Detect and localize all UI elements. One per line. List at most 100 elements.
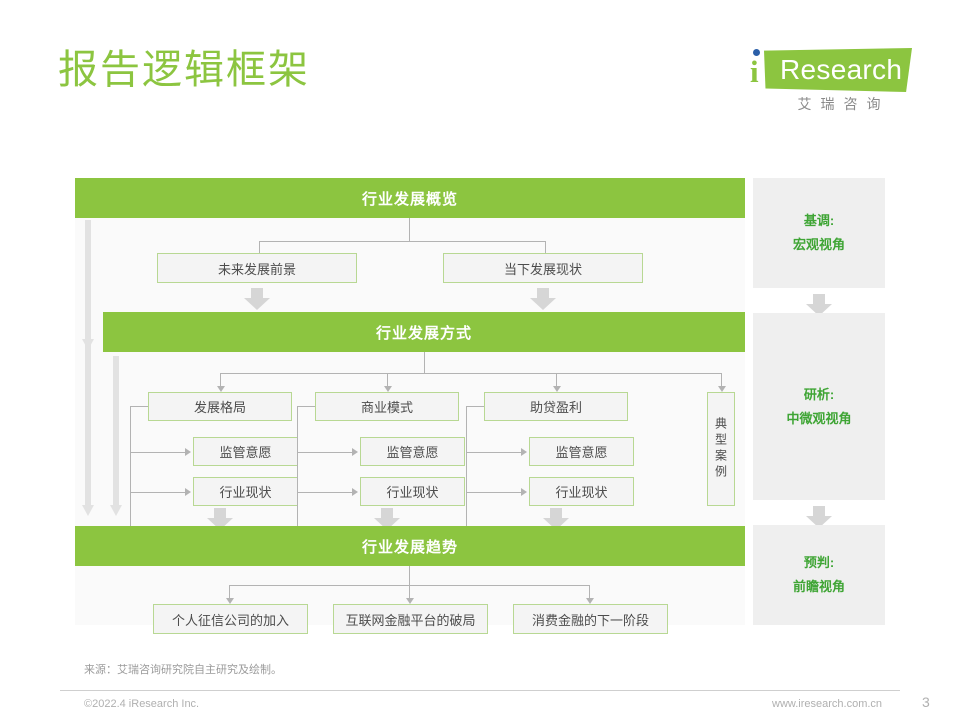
- box-consumer-finance-next-stage[interactable]: 消费金融的下一阶段: [513, 604, 668, 634]
- connector-s3-drop-1: [229, 585, 230, 599]
- box-label: 个人征信公司的加入: [171, 612, 289, 628]
- box-label: 当下发展现状: [503, 261, 582, 277]
- footer-copyright: ©2022.4 iResearch Inc.: [84, 698, 200, 710]
- box-label: 监管意愿: [219, 445, 272, 460]
- connector-g2-spine: [297, 406, 298, 528]
- box-future-outlook[interactable]: 未来发展前景: [157, 253, 357, 283]
- arrowhead-s2-4: [718, 386, 726, 392]
- connector-g3-top: [466, 406, 484, 407]
- iresearch-logo: i Research 艾瑞咨询: [736, 40, 916, 116]
- connector-g2-to-child1: [297, 452, 352, 453]
- section-band-method: 行业发展方式: [103, 312, 745, 352]
- box-label: 监管意愿: [386, 445, 439, 460]
- right-block-label: 研析:: [803, 386, 835, 402]
- arrowhead-g3-child1: [521, 448, 527, 456]
- box-label: 互联网金融平台的破局: [345, 612, 476, 628]
- box-label: 未来发展前景: [217, 261, 296, 277]
- arrowhead-s3-3: [586, 598, 594, 604]
- logo-wordmark: Research: [780, 54, 903, 85]
- logo-dot-icon: [753, 49, 760, 56]
- box-g1-industry-status[interactable]: 行业现状: [193, 477, 298, 506]
- band-label: 行业发展趋势: [361, 538, 458, 556]
- connector-g1-spine: [130, 406, 131, 528]
- box-typical-cases[interactable]: 典型案例: [707, 392, 735, 506]
- arrowhead-s2-1: [217, 386, 225, 392]
- box-label: 商业模式: [360, 400, 413, 415]
- logo-chinese-name: 艾瑞咨询: [797, 96, 890, 112]
- diagram-right-panel: 基调: 宏观视角 研析: 中微观视角 预判: 前瞻视角: [753, 178, 885, 625]
- arrowhead-g2-child1: [352, 448, 358, 456]
- section-band-trend: 行业发展趋势: [75, 526, 745, 566]
- page-title: 报告逻辑框架: [58, 48, 310, 92]
- connector-s3-drop-3: [589, 585, 590, 599]
- connector-s1-bus: [259, 241, 546, 242]
- connector-s3-drop-2: [409, 585, 410, 599]
- connector-s2-drop-3: [556, 373, 557, 387]
- connector-s1-drop-right: [545, 241, 546, 257]
- connector-g1-to-child1: [130, 452, 185, 453]
- arrowhead-g3-child2: [521, 488, 527, 496]
- box-development-landscape[interactable]: 发展格局: [148, 392, 292, 421]
- connector-g3-spine: [466, 406, 467, 528]
- box-g3-industry-status[interactable]: 行业现状: [529, 477, 634, 506]
- right-block-analysis: 研析: 中微观视角: [753, 313, 885, 500]
- arrowhead-s2-3: [553, 386, 561, 392]
- connector-s2-drop-1: [220, 373, 221, 387]
- right-block-tone: 基调: 宏观视角: [753, 178, 885, 288]
- box-label: 行业现状: [386, 485, 439, 500]
- arrowhead-g2-child2: [352, 488, 358, 496]
- box-label: 发展格局: [193, 400, 246, 415]
- footer-website: www.iresearch.com.cn: [772, 698, 883, 710]
- source-note: 来源：艾瑞咨询研究院自主研究及绘制。: [84, 664, 282, 676]
- arrowhead-s3-2: [406, 598, 414, 604]
- arrowhead-s2-2: [384, 386, 392, 392]
- box-label: 典型案例: [713, 417, 728, 481]
- connector-g2-to-child2: [297, 492, 352, 493]
- footer-divider: [60, 690, 900, 691]
- arrowhead-s3-1: [226, 598, 234, 604]
- box-g1-regulatory-will[interactable]: 监管意愿: [193, 437, 298, 466]
- right-block-forecast: 预判: 前瞻视角: [753, 525, 885, 625]
- box-fintech-breakthrough[interactable]: 互联网金融平台的破局: [333, 604, 488, 634]
- right-block-value: 宏观视角: [792, 237, 845, 252]
- box-current-status[interactable]: 当下发展现状: [443, 253, 643, 283]
- box-g2-regulatory-will[interactable]: 监管意愿: [360, 437, 465, 466]
- connector-g1-top: [130, 406, 148, 407]
- box-g2-industry-status[interactable]: 行业现状: [360, 477, 465, 506]
- connector-g3-to-child2: [466, 492, 521, 493]
- box-g3-regulatory-will[interactable]: 监管意愿: [529, 437, 634, 466]
- connector-s1-drop-left: [259, 241, 260, 257]
- connector-s3-stem: [409, 566, 410, 585]
- box-label: 行业现状: [555, 485, 608, 500]
- connector-g3-to-child1: [466, 452, 521, 453]
- connector-g1-to-child2: [130, 492, 185, 493]
- right-block-label: 预判:: [803, 555, 835, 570]
- connector-s2-bus: [220, 373, 721, 374]
- fat-arrow-s1-left: [244, 288, 270, 310]
- connector-s2-drop-2: [387, 373, 388, 387]
- connector-g2-top: [297, 406, 315, 407]
- section-band-overview: 行业发展概览: [75, 178, 745, 218]
- right-block-value: 中微观视角: [786, 410, 852, 426]
- page-number: 3: [922, 694, 930, 710]
- arrowhead-g1-child1: [185, 448, 191, 456]
- box-label: 助贷盈利: [529, 400, 582, 415]
- connector-s2-drop-4: [721, 373, 722, 387]
- box-business-model[interactable]: 商业模式: [315, 392, 459, 421]
- rail-arrow-outer-long: [82, 220, 94, 516]
- logo-plate-shape: [764, 48, 912, 92]
- logo-letter-i: i: [750, 54, 759, 89]
- right-block-label: 基调:: [803, 213, 835, 228]
- connector-s1-stem: [409, 218, 410, 241]
- box-label: 行业现状: [219, 485, 272, 500]
- box-credit-company-entry[interactable]: 个人征信公司的加入: [153, 604, 308, 634]
- band-label: 行业发展概览: [361, 190, 458, 208]
- arrowhead-g1-child2: [185, 488, 191, 496]
- box-label: 消费金融的下一阶段: [531, 612, 649, 628]
- logic-framework-diagram: 行业发展概览 未来发展前景 当下发展现状 行业发展方式 发展格局 监管意愿 行业…: [75, 178, 885, 634]
- connector-s2-stem: [424, 352, 425, 373]
- box-loan-assist-profit[interactable]: 助贷盈利: [484, 392, 628, 421]
- right-block-value: 前瞻视角: [792, 579, 845, 594]
- fat-arrow-s1-right: [530, 288, 556, 310]
- box-label: 监管意愿: [555, 445, 608, 460]
